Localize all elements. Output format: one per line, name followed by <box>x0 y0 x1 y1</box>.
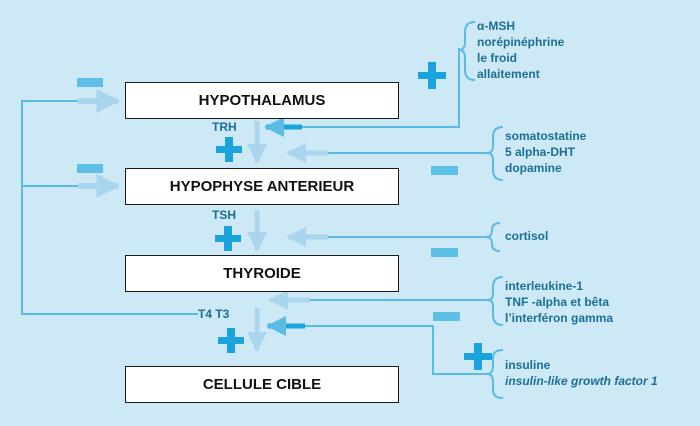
hormone-trh-label: TRH <box>212 120 237 134</box>
plus-sign-group5 <box>464 343 492 370</box>
regulator-tnf: TNF -alpha et bêta <box>505 295 610 309</box>
regulator-allaitement: allaitement <box>477 67 540 81</box>
minus-sign-feedback-1 <box>77 78 103 87</box>
regulator-cold: le froid <box>477 51 518 65</box>
regulator-igf1: insulin-like growth factor 1 <box>505 374 658 388</box>
regulator-5-alpha-dht: 5 alpha-DHT <box>505 145 576 159</box>
brace-group3 <box>485 222 501 252</box>
regulator-group-4: interleukine-1 TNF -alpha et bêta l’inte… <box>505 278 613 326</box>
minus-sign-group4 <box>433 312 460 321</box>
regulator-norepinephrine: norépinéphrine <box>477 35 565 49</box>
minus-sign-feedback-2 <box>77 164 103 173</box>
regulator-group-5: insuline insulin-like growth factor 1 <box>505 357 658 389</box>
group5-line <box>305 325 487 375</box>
hypophyse-box: HYPOPHYSE ANTERIEUR <box>125 168 399 205</box>
regulator-insuline: insuline <box>505 358 551 372</box>
brace-group4 <box>486 276 504 326</box>
minus-sign-group3 <box>431 248 458 257</box>
cellule-cible-box: CELLULE CIBLE <box>125 366 399 403</box>
plus-sign-t4t3 <box>218 328 244 353</box>
feedback-loop-line <box>21 100 198 315</box>
hormone-tsh-label: TSH <box>212 208 236 222</box>
brace-group5 <box>486 349 504 399</box>
hormone-t4t3-label: T4 T3 <box>198 307 230 321</box>
brace-group2 <box>486 126 504 181</box>
regulator-dopamine: dopamine <box>505 161 562 175</box>
minus-sign-group2 <box>431 166 458 175</box>
group1-line <box>302 48 460 128</box>
plus-sign-group1 <box>418 62 446 89</box>
regulator-group-2: somatostatine 5 alpha-DHT dopamine <box>505 128 586 176</box>
regulator-alpha-msh: α-MSH <box>477 19 516 33</box>
thyroide-box: THYROIDE <box>125 255 399 292</box>
plus-sign-tsh <box>215 226 241 251</box>
plus-sign-trh <box>216 137 242 162</box>
regulator-group-1: α-MSH norépinéphrine le froid allaitemen… <box>477 18 564 82</box>
regulator-cortisol: cortisol <box>505 229 549 243</box>
brace-group1 <box>458 21 476 81</box>
hypothalamus-box: HYPOTHALAMUS <box>125 82 399 119</box>
regulator-interferon: l’interféron gamma <box>505 311 614 325</box>
regulator-group-3: cortisol <box>505 228 548 244</box>
regulator-interleukine-1: interleukine-1 <box>505 279 584 293</box>
regulator-somatostatine: somatostatine <box>505 129 587 143</box>
